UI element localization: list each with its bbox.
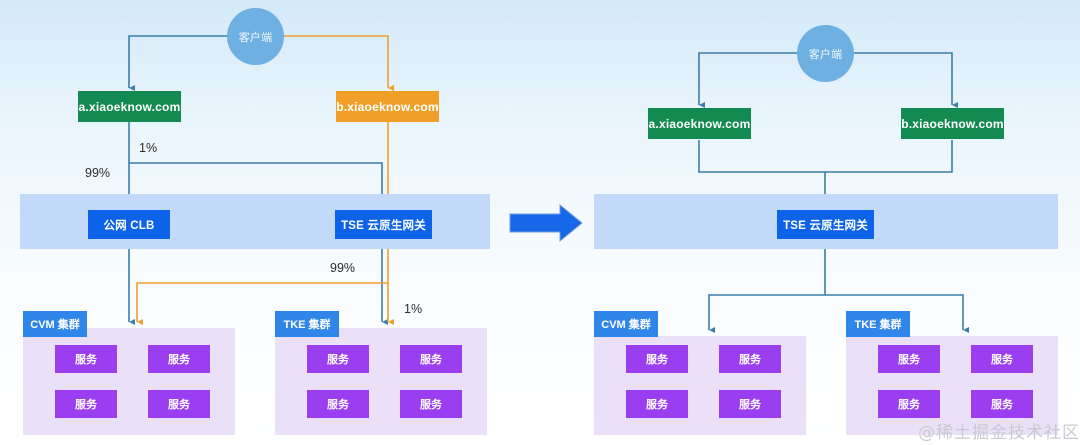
domain-a-label-right: a.xiaoeknow.com [648, 116, 751, 131]
client-label-right: 客户端 [808, 48, 843, 61]
service-box[interactable]: 服务 [307, 345, 369, 373]
service-label: 服务 [991, 399, 1013, 411]
client-node-right[interactable]: 客户端 [797, 25, 854, 82]
domain-b-node-right[interactable]: b.xiaoeknow.com [901, 108, 1004, 139]
service-box[interactable]: 服务 [971, 345, 1033, 373]
service-label: 服务 [646, 399, 668, 411]
tke-cluster-label-right: TKE 集群 [854, 319, 902, 331]
service-box[interactable]: 服务 [626, 390, 688, 418]
service-label: 服务 [898, 399, 920, 411]
gateway-label-right: TSE 云原生网关 [783, 219, 868, 232]
service-label: 服务 [420, 399, 442, 411]
edge-r-client-to-domain-a [698, 52, 801, 108]
domain-b-node-left[interactable]: b.xiaoeknow.com [336, 91, 439, 122]
service-label: 服务 [420, 354, 442, 366]
pct-gateway-to-cvm-left: 99% [330, 261, 356, 275]
cvm-cluster-label-left: CVM 集群 [30, 319, 80, 331]
cvm-cluster-tag-left[interactable]: CVM 集群 [23, 311, 87, 337]
service-box[interactable]: 服务 [971, 390, 1033, 418]
domain-a-label-left: a.xiaoeknow.com [78, 99, 181, 114]
pct-a-to-gateway-left: 1% [139, 141, 158, 155]
service-box[interactable]: 服务 [878, 390, 940, 418]
edge-client-to-domain-a [128, 35, 232, 91]
edge-r-gateway-to-cvm [708, 242, 826, 333]
service-label: 服务 [327, 354, 349, 366]
pct-a-to-clb-left: 99% [85, 166, 111, 180]
service-label: 服务 [168, 354, 190, 366]
service-box[interactable]: 服务 [148, 390, 210, 418]
tke-cluster-tag-right[interactable]: TKE 集群 [846, 311, 910, 337]
tke-cluster-tag-left[interactable]: TKE 集群 [275, 311, 339, 337]
edge-gateway-to-cvm [136, 242, 389, 325]
service-label: 服务 [646, 354, 668, 366]
domain-b-label-left: b.xiaoeknow.com [336, 99, 439, 114]
gateway-node-left[interactable]: TSE 云原生网关 [335, 210, 432, 239]
service-label: 服务 [991, 354, 1013, 366]
service-label: 服务 [168, 399, 190, 411]
service-label: 服务 [327, 399, 349, 411]
domain-b-label-right: b.xiaoeknow.com [901, 116, 1004, 131]
client-label-left: 客户端 [238, 31, 273, 44]
edge-r-domain-b-to-gateway [825, 140, 953, 173]
service-label: 服务 [75, 354, 97, 366]
service-label: 服务 [75, 399, 97, 411]
service-label: 服务 [739, 399, 761, 411]
client-node-left[interactable]: 客户端 [227, 8, 284, 65]
right-arrow-icon [509, 203, 583, 243]
pct-gateway-to-tke-left: 1% [404, 302, 423, 316]
cvm-cluster-label-right: CVM 集群 [601, 319, 651, 331]
tke-cluster-label-left: TKE 集群 [283, 319, 331, 331]
edge-r-client-to-domain-b [849, 52, 958, 108]
service-box[interactable]: 服务 [55, 390, 117, 418]
service-box[interactable]: 服务 [307, 390, 369, 418]
domain-a-node-left[interactable]: a.xiaoeknow.com [78, 91, 181, 122]
service-label: 服务 [739, 354, 761, 366]
cvm-cluster-tag-right[interactable]: CVM 集群 [594, 311, 658, 337]
service-box[interactable]: 服务 [55, 345, 117, 373]
edge-client-to-domain-b [280, 35, 394, 91]
service-box[interactable]: 服务 [719, 390, 781, 418]
service-box[interactable]: 服务 [878, 345, 940, 373]
service-box[interactable]: 服务 [719, 345, 781, 373]
service-box[interactable]: 服务 [626, 345, 688, 373]
gateway-label-left: TSE 云原生网关 [341, 219, 426, 232]
clb-node-left[interactable]: 公网 CLB [88, 210, 170, 239]
watermark: @稀土掘金技术社区 [918, 423, 1080, 443]
service-box[interactable]: 服务 [148, 345, 210, 373]
clb-label-left: 公网 CLB [103, 219, 155, 232]
service-box[interactable]: 服务 [400, 390, 462, 418]
service-label: 服务 [898, 354, 920, 366]
service-box[interactable]: 服务 [400, 345, 462, 373]
domain-a-node-right[interactable]: a.xiaoeknow.com [648, 108, 751, 139]
gateway-node-right[interactable]: TSE 云原生网关 [777, 210, 874, 239]
